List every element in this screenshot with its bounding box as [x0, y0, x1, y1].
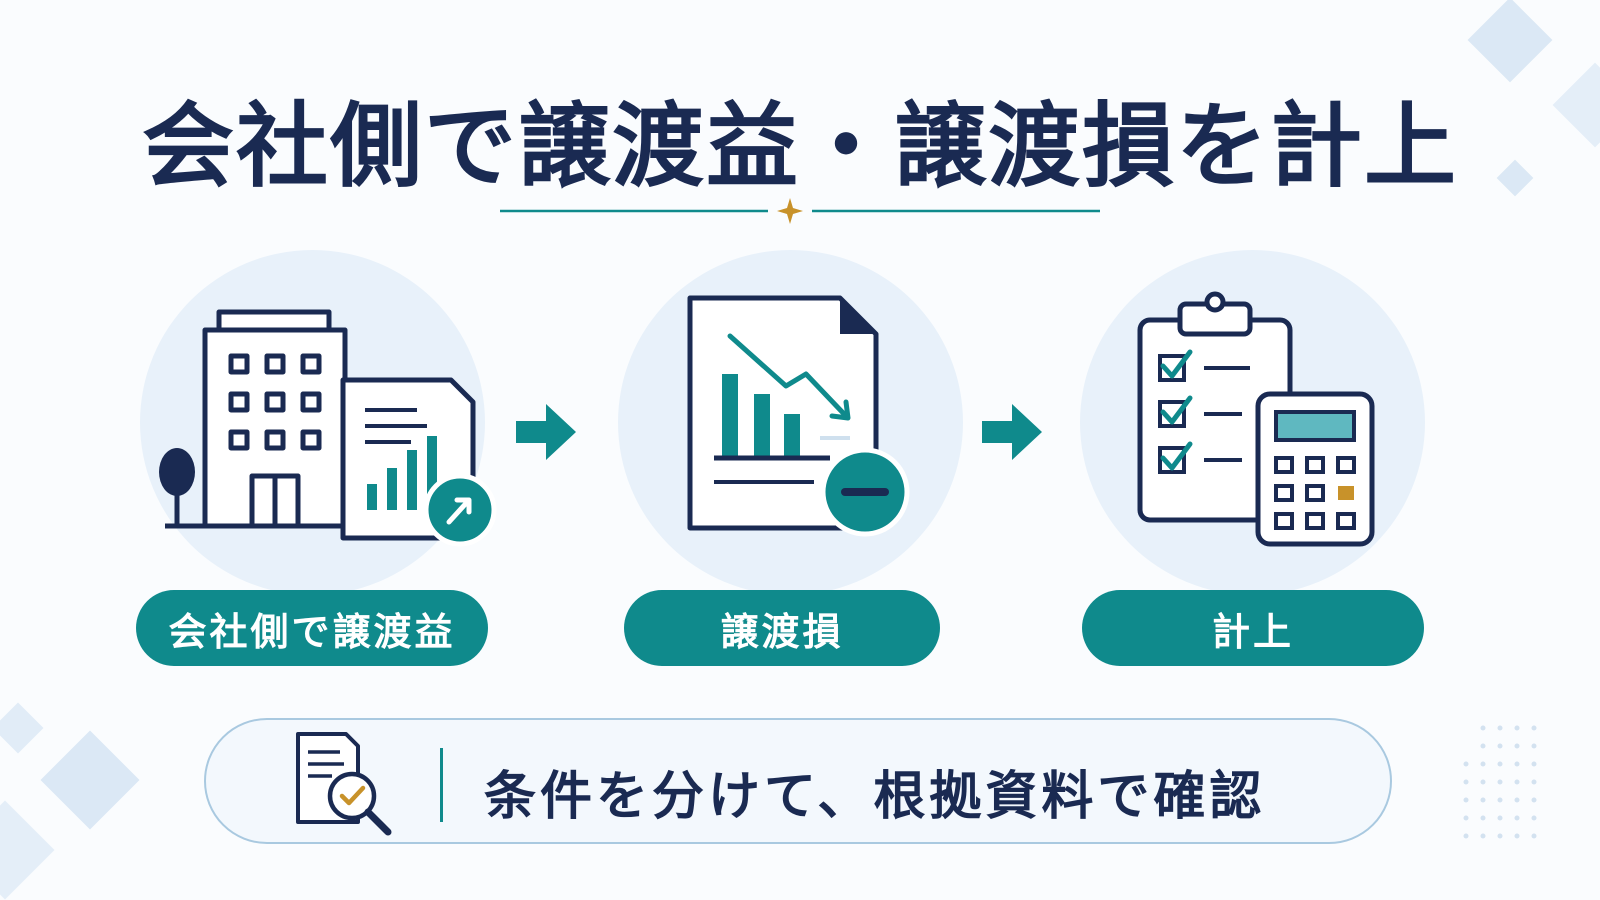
page-title: 会社側で譲渡益・譲渡損を計上	[141, 93, 1458, 200]
decorative-diamonds-bottom-left	[0, 702, 140, 900]
arrow-right-icon	[516, 404, 576, 460]
arrow-right-icon	[982, 404, 1042, 460]
step-2-label: 譲渡損	[624, 590, 940, 666]
step-1-label: 会社側で譲渡益	[136, 590, 488, 666]
note-separator	[440, 748, 443, 822]
title-divider	[500, 198, 1100, 224]
decorative-dot-grid	[1463, 725, 1537, 839]
note-text: 条件を分けて、根拠資料で確認	[484, 767, 1266, 827]
clipboard-checklist-calculator-icon	[1137, 291, 1375, 547]
office-building-with-rising-chart-icon	[159, 309, 497, 547]
note-box	[204, 718, 1392, 844]
sparkle-icon	[777, 198, 803, 224]
document-declining-chart-minus-icon	[687, 295, 910, 537]
document-magnifier-check-icon	[296, 732, 392, 836]
decorative-diamonds-top-right	[1467, 0, 1600, 197]
step-3-label: 計上	[1082, 590, 1424, 666]
